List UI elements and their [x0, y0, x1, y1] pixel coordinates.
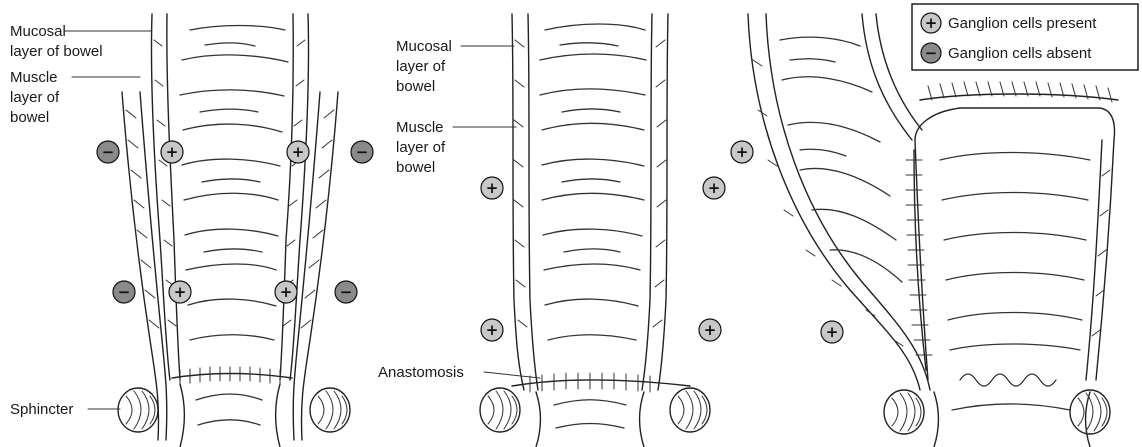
svg-text:+: +	[486, 179, 499, 197]
marker-absent: −	[335, 281, 357, 303]
sphincter-left-2	[480, 388, 520, 432]
label-muscle-line2: layer of	[10, 89, 60, 106]
ganglion-markers: − + + − − + + −	[97, 141, 843, 343]
svg-text:−: −	[925, 44, 938, 62]
label-mid-muscle-line3: bowel	[396, 159, 435, 176]
label-muscle-line1: Muscle	[10, 69, 58, 86]
label-mid-muscle-line1: Muscle	[396, 119, 444, 136]
svg-text:+: +	[486, 321, 499, 339]
marker-present: +	[699, 319, 721, 341]
svg-text:−: −	[356, 143, 369, 161]
svg-text:+: +	[736, 143, 749, 161]
svg-text:−: −	[340, 283, 353, 301]
svg-text:+: +	[174, 283, 187, 301]
marker-present: +	[703, 177, 725, 199]
svg-text:+: +	[292, 143, 305, 161]
label-sphincter: Sphincter	[10, 401, 73, 418]
label-mid-mucosal-line3: bowel	[396, 78, 435, 95]
marker-present: +	[275, 281, 297, 303]
marker-absent: −	[97, 141, 119, 163]
svg-text:+: +	[280, 283, 293, 301]
legend-present-label: Ganglion cells present	[948, 15, 1097, 32]
label-anastomosis: Anastomosis	[378, 364, 464, 381]
label-mid-mucosal-line1: Mucosal	[396, 38, 452, 55]
label-muscle-line3: bowel	[10, 109, 49, 126]
panel-3-drawing	[748, 14, 1118, 447]
marker-present: +	[731, 141, 753, 163]
sphincter-right-3	[1070, 390, 1110, 434]
legend-absent-label: Ganglion cells absent	[948, 45, 1092, 62]
marker-present: +	[481, 319, 503, 341]
marker-present: +	[169, 281, 191, 303]
text-labels: Mucosal layer of bowel Muscle layer of b…	[10, 23, 464, 418]
marker-present: +	[821, 321, 843, 343]
sphincter-right-2	[670, 388, 710, 432]
svg-text:−: −	[118, 283, 131, 301]
label-mucosal-line2: layer of bowel	[10, 43, 103, 60]
marker-absent: −	[351, 141, 373, 163]
svg-text:+: +	[166, 143, 179, 161]
label-mid-mucosal-line2: layer of	[396, 58, 446, 75]
sphincter-left-1	[118, 388, 158, 432]
marker-absent: −	[113, 281, 135, 303]
marker-present: +	[481, 177, 503, 199]
sphincter-left-3	[884, 390, 924, 434]
svg-text:+: +	[925, 14, 938, 32]
panel-2-drawing	[480, 14, 710, 447]
panel-1-drawing	[118, 14, 350, 447]
legend: + Ganglion cells present − Ganglion cell…	[912, 4, 1138, 70]
svg-text:+: +	[708, 179, 721, 197]
label-mid-muscle-line2: layer of	[396, 139, 446, 156]
marker-present: +	[287, 141, 309, 163]
svg-text:−: −	[102, 143, 115, 161]
legend-absent-icon: −	[921, 43, 941, 63]
svg-text:+: +	[826, 323, 839, 341]
marker-present: +	[161, 141, 183, 163]
sphincter-right-1	[310, 388, 350, 432]
label-mucosal-line1: Mucosal	[10, 23, 66, 40]
svg-text:+: +	[704, 321, 717, 339]
legend-present-icon: +	[921, 13, 941, 33]
